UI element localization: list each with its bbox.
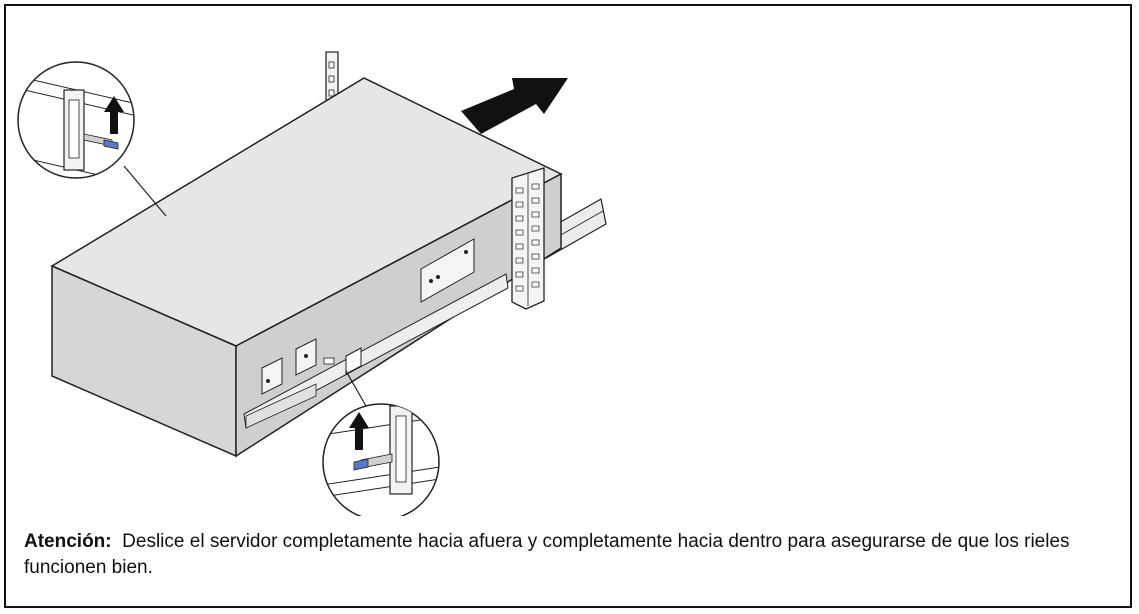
attention-label: Atención: bbox=[24, 531, 112, 552]
attention-text: Deslice el servidor completamente hacia … bbox=[24, 531, 1070, 578]
arrow-up-icon bbox=[349, 412, 369, 450]
front-rack-post bbox=[511, 167, 545, 310]
server-chassis bbox=[50, 77, 563, 458]
server-rail-illustration bbox=[17, 51, 607, 516]
release-latch-blue-bottom bbox=[353, 458, 369, 471]
callout-leader-top bbox=[123, 165, 167, 217]
release-latch-blue bbox=[103, 139, 119, 150]
arrow-up-icon bbox=[104, 96, 124, 134]
detail-callout-top-left bbox=[17, 61, 135, 179]
slide-direction-arrow bbox=[461, 78, 568, 134]
figure-frame: Atención: Deslice el servidor completame… bbox=[4, 4, 1132, 608]
detail-callout-bottom bbox=[322, 403, 440, 516]
attention-caption: Atención: Deslice el servidor completame… bbox=[24, 529, 1074, 581]
callout-leader-bottom bbox=[345, 370, 367, 407]
